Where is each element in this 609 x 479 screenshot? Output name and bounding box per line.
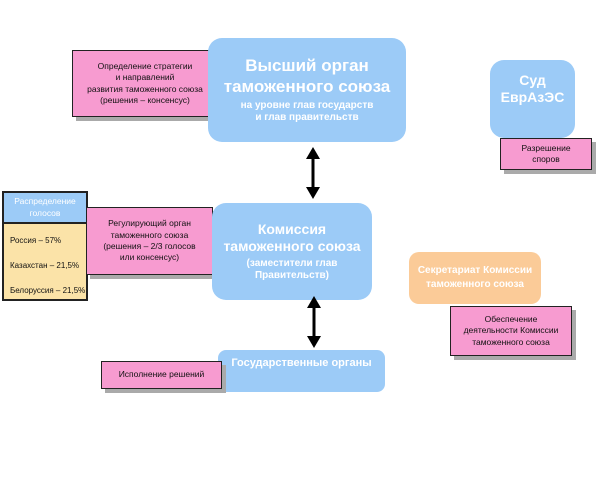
strategy-note: Определение стратегии и направлений разв… bbox=[72, 50, 218, 117]
title: таможенного союза bbox=[223, 238, 361, 254]
subtitle: (заместители глав bbox=[246, 257, 338, 269]
text: Определение стратегии bbox=[97, 60, 193, 71]
text: Исполнение решений bbox=[118, 369, 205, 380]
text: или консенсус) bbox=[119, 252, 180, 263]
title: Высший орган bbox=[245, 56, 369, 76]
text: Россия – 57% bbox=[10, 236, 62, 245]
title: Секретариат Комиссии bbox=[417, 265, 533, 276]
text: Казахстан – 21,5% bbox=[10, 261, 80, 270]
text: споров bbox=[532, 154, 560, 164]
text: таможенного союза bbox=[472, 336, 550, 347]
text: голосов bbox=[29, 207, 61, 218]
text: Обеспечение bbox=[484, 313, 538, 324]
regulating-note: Регулирующий орган таможенного союза (ре… bbox=[86, 207, 213, 275]
text: (решения – 2/3 голосов bbox=[103, 241, 196, 251]
votes-row: Россия – 57% bbox=[4, 228, 86, 253]
title: Суд bbox=[519, 72, 546, 88]
text: развития таможенного союза bbox=[87, 83, 203, 94]
text: и направлений bbox=[115, 72, 175, 83]
commission-box: Комиссия таможенного союза (заместители … bbox=[212, 203, 372, 300]
text: Распределение bbox=[14, 196, 76, 207]
title: таможенного союза bbox=[223, 76, 391, 96]
text: (решения – консенсус) bbox=[100, 94, 190, 105]
title: таможенного союза bbox=[426, 279, 524, 290]
text: таможенного союза bbox=[110, 229, 189, 240]
court-box: Суд ЕврАзЭС bbox=[490, 60, 575, 138]
text: Регулирующий орган bbox=[108, 218, 191, 229]
supreme-body-box: Высший орган таможенного союза на уровне… bbox=[208, 38, 406, 142]
double-arrow-icon bbox=[307, 296, 321, 348]
dispute-note: Разрешение споров bbox=[500, 138, 592, 170]
votes-distribution-table: Распределение голосов Россия – 57% Казах… bbox=[2, 191, 88, 301]
double-arrow-icon bbox=[306, 147, 320, 199]
subtitle: Правительств) bbox=[254, 269, 330, 281]
execution-note: Исполнение решений bbox=[101, 361, 222, 389]
title: ЕврАзЭС bbox=[500, 88, 565, 105]
secretariat-note: Обеспечение деятельности Комиссии таможе… bbox=[450, 306, 572, 356]
title: Государственные органы bbox=[231, 357, 372, 369]
text: Разрешение bbox=[521, 142, 571, 153]
subtitle: и глав правительств bbox=[255, 111, 359, 123]
secretariat-box: Секретариат Комиссии таможенного союза bbox=[409, 252, 541, 304]
subtitle: на уровне глав государств bbox=[240, 99, 374, 111]
text: Белоруссия – 21,5% bbox=[10, 286, 86, 295]
text: деятельности Комиссии bbox=[463, 325, 559, 336]
state-bodies-box: Государственные органы bbox=[218, 350, 385, 392]
votes-header: Распределение голосов bbox=[4, 193, 86, 224]
title: Комиссия bbox=[257, 221, 327, 238]
votes-row: Казахстан – 21,5% bbox=[4, 253, 86, 278]
votes-row: Белоруссия – 21,5% bbox=[4, 278, 86, 303]
